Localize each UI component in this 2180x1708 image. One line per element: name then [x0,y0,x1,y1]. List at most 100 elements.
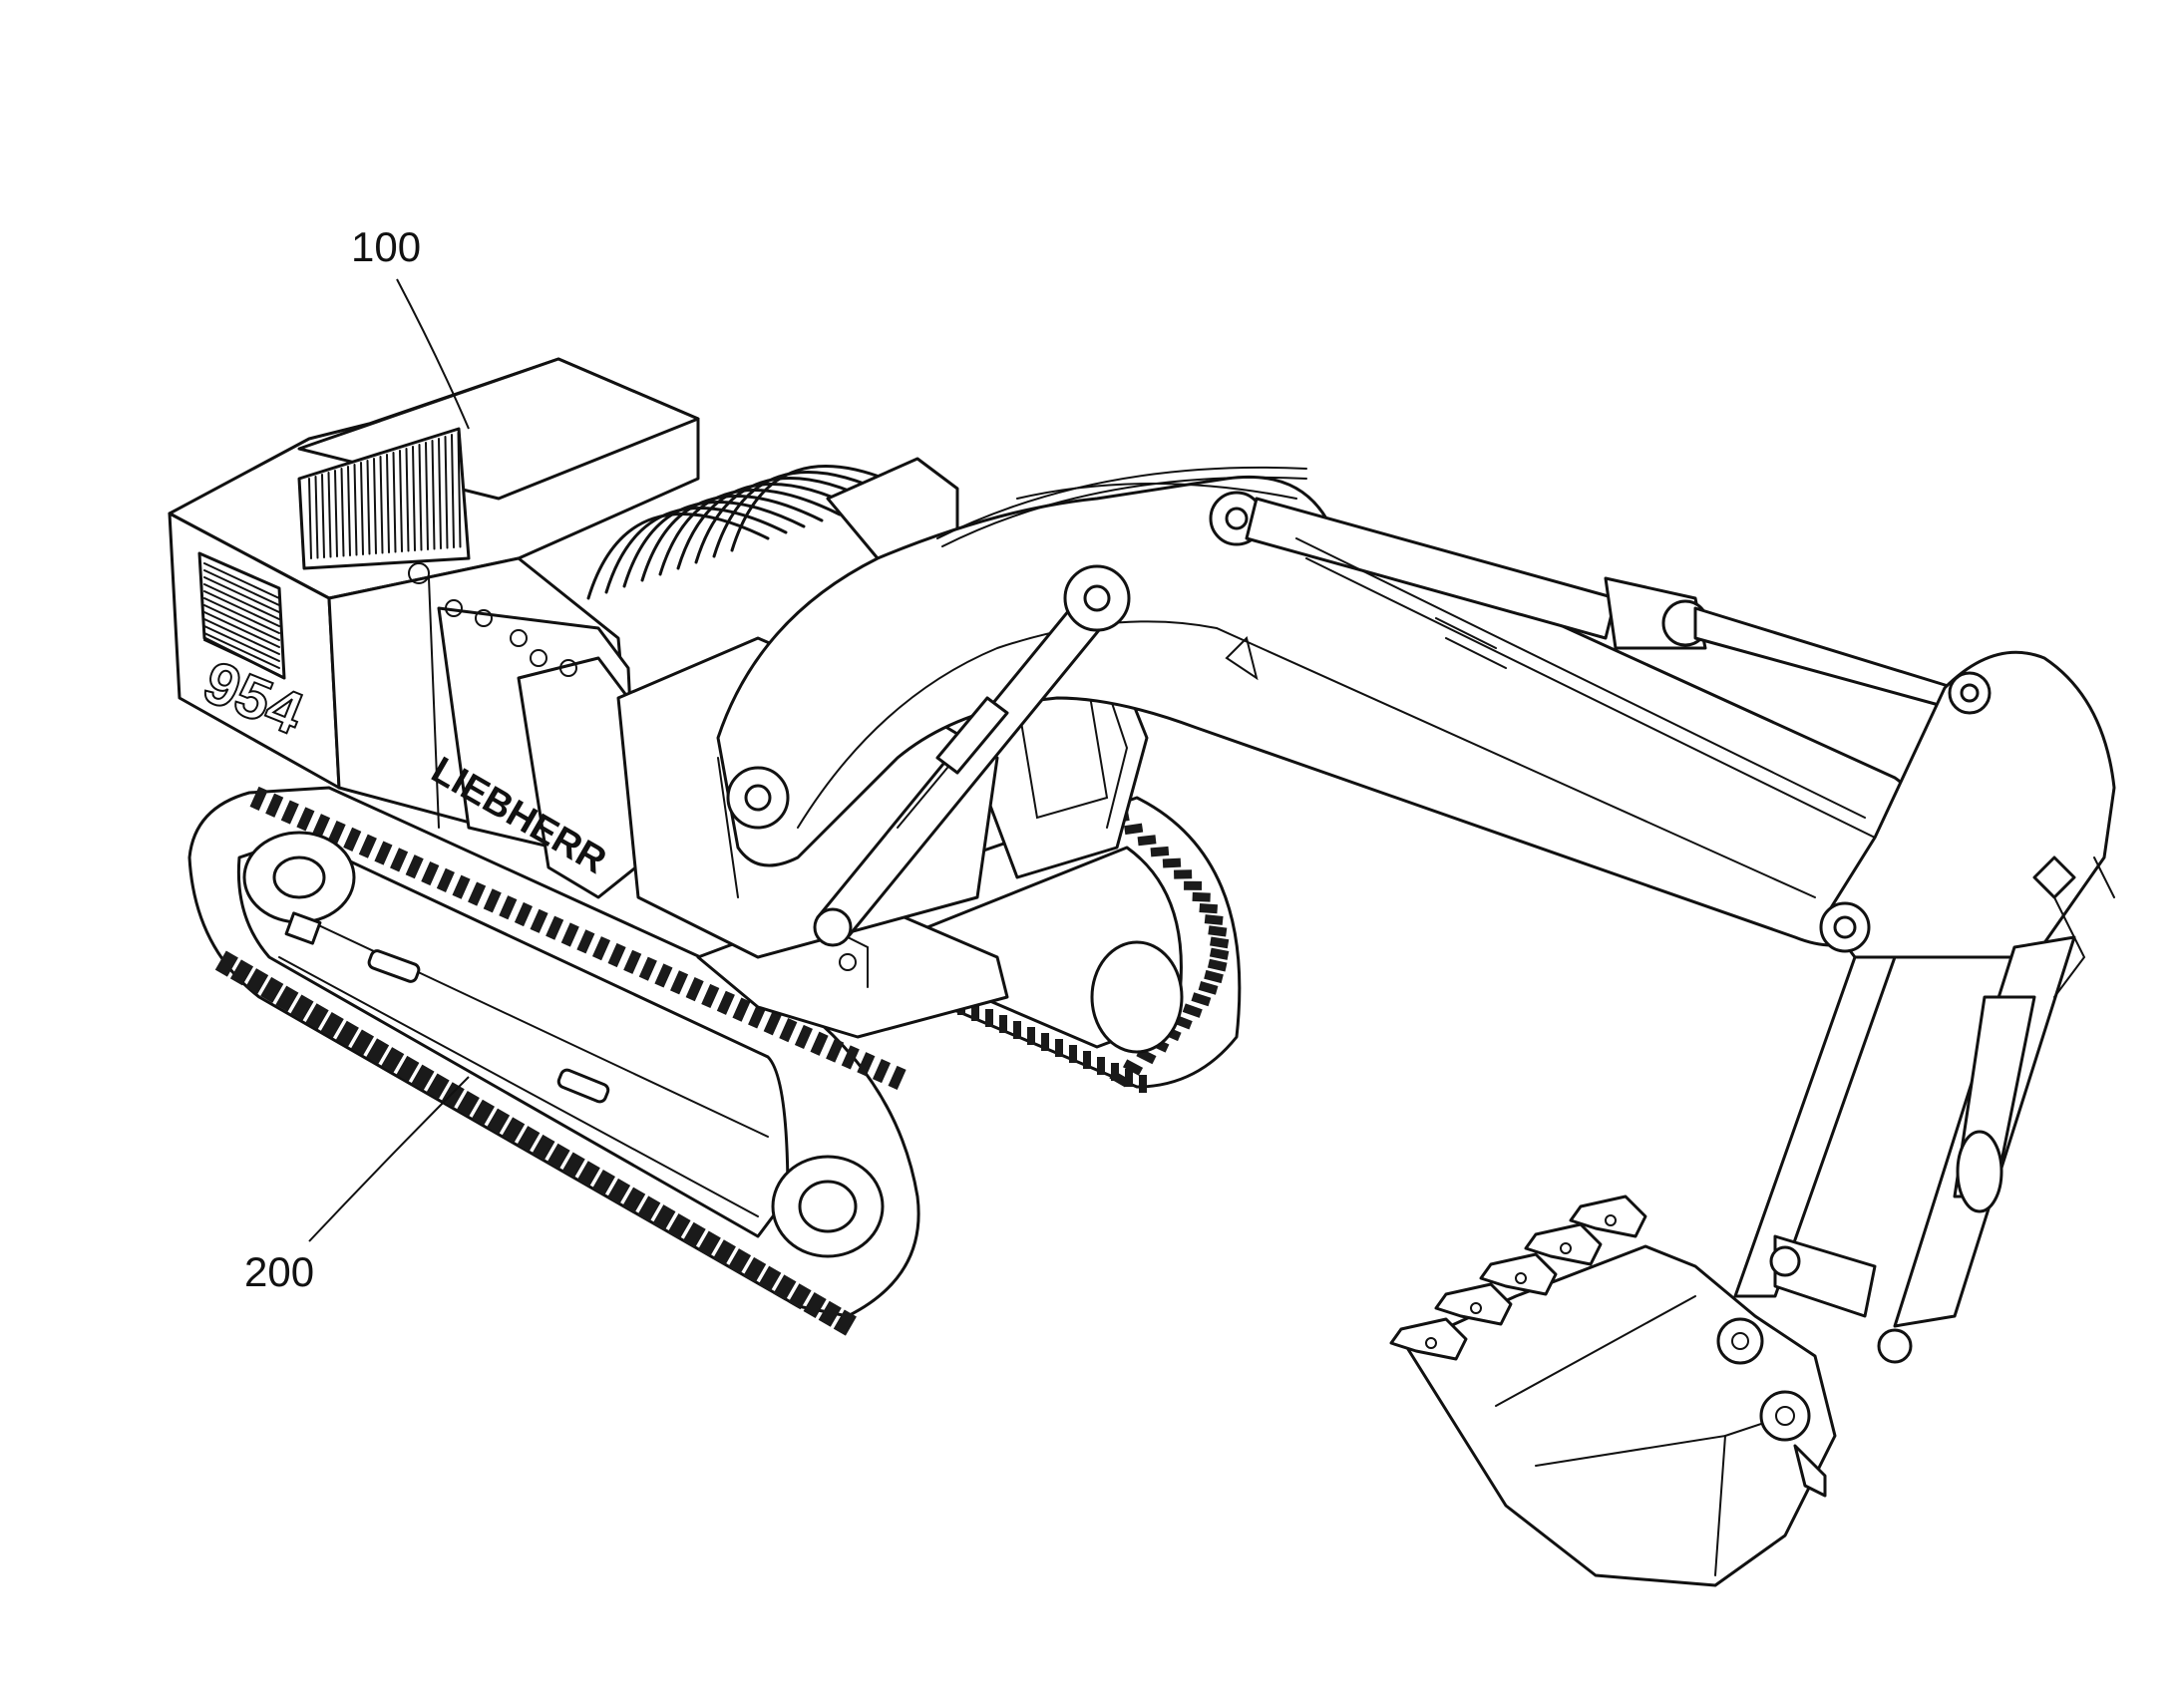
track-shoe [1139,1075,1147,1093]
track-shoe [697,1230,721,1257]
track-shoe [773,1274,797,1301]
track-shoe [1207,958,1228,972]
tooth-pin [1605,1214,1617,1226]
track-shoe [517,1126,541,1153]
track-shoe [758,1265,782,1292]
track-shoe [623,949,642,974]
grille-bar [203,569,280,606]
track-shoe [260,976,284,1003]
track-shoe [716,990,735,1015]
track-shoe [857,1052,876,1077]
track-shoe [1209,947,1230,960]
track-shoe [1069,1045,1077,1063]
louver [418,444,423,551]
louver [405,448,410,552]
track-shoe [426,1073,450,1100]
track-shoe [576,929,595,954]
track-shoe [214,950,238,977]
track-shoe [779,1018,798,1043]
grille-bar [203,639,280,676]
track-shoe [532,1134,555,1161]
track-shoe [229,959,254,986]
track-shoe [841,1045,860,1070]
track-shoe [245,968,269,995]
track-shoe [1122,1059,1144,1076]
track-shoe [1204,914,1224,925]
track-shoe [872,1059,892,1084]
track-shoe [670,970,689,995]
louver [366,460,371,555]
track-shoe [471,1099,496,1126]
track-shoe [1124,823,1144,836]
track-shoe [1184,880,1203,890]
track-shoe [622,1187,646,1213]
louver [321,474,325,558]
track-shoe [320,1011,344,1039]
track-shoe [1055,1039,1063,1057]
track-shoe [576,1161,600,1188]
track-shoe [1198,981,1219,995]
track-shoe [483,888,502,913]
track-shoe [1182,1003,1203,1018]
hydraulic-hose [694,477,878,564]
boom [716,466,1919,947]
track-shoe [888,1065,907,1090]
track-shoe [358,834,377,858]
track-shoe [591,936,611,961]
louver [340,468,345,557]
track-shoe [502,1117,526,1144]
track-shoe [530,908,548,933]
hydraulic-hose [676,483,860,570]
track-shoe [1150,846,1170,857]
track-shoe [265,793,284,818]
track-shoe [296,807,315,832]
louver [353,464,358,556]
track-shoe [1111,1063,1119,1081]
louver [451,434,455,548]
grille-bar [203,562,280,599]
track-shoe [985,1009,993,1027]
track-shoe [999,1015,1007,1033]
track-shoe [826,1038,845,1063]
bucket [1389,1195,1913,1587]
leader-line-100 [396,278,470,430]
tooth-pin [1560,1242,1572,1254]
track-shoe [381,1047,405,1074]
track-shoe [1083,1051,1091,1069]
grille-bar [203,625,280,662]
louver [327,472,332,558]
grille-bar [203,611,280,648]
track-shoe [1192,891,1211,902]
track-shoe [1210,936,1230,949]
track-shoe [833,1309,857,1336]
track-shoe [1013,1021,1021,1039]
track-shoe [396,1055,420,1082]
track-shoe [1097,1057,1105,1075]
track-shoe [452,874,471,899]
louver [308,478,312,559]
louver [386,454,390,553]
louver [392,452,397,553]
track-shoe [971,1003,979,1021]
reference-numeral-200: 200 [244,1248,314,1295]
track-shoe [1208,925,1228,937]
track-shoe [1162,857,1182,868]
track-shoe [1041,1033,1049,1051]
track-shoe [1125,1069,1133,1087]
track-shoe [468,881,487,906]
track-shoe [810,1031,829,1056]
track-shoe [1204,969,1224,984]
grille-bar [203,632,280,669]
track-shoe [335,1020,359,1047]
tooth-pin [1470,1302,1482,1314]
track-shoe [486,1108,511,1135]
hydraulic-hose [586,512,770,600]
grille-bar [203,597,280,634]
track-shoe [366,1038,390,1065]
track-shoe [374,841,393,865]
louver [379,456,384,554]
track-shoe [794,1024,813,1050]
track-shoe [456,1091,480,1118]
track-shoe [436,867,455,892]
track-shoe [290,994,314,1021]
